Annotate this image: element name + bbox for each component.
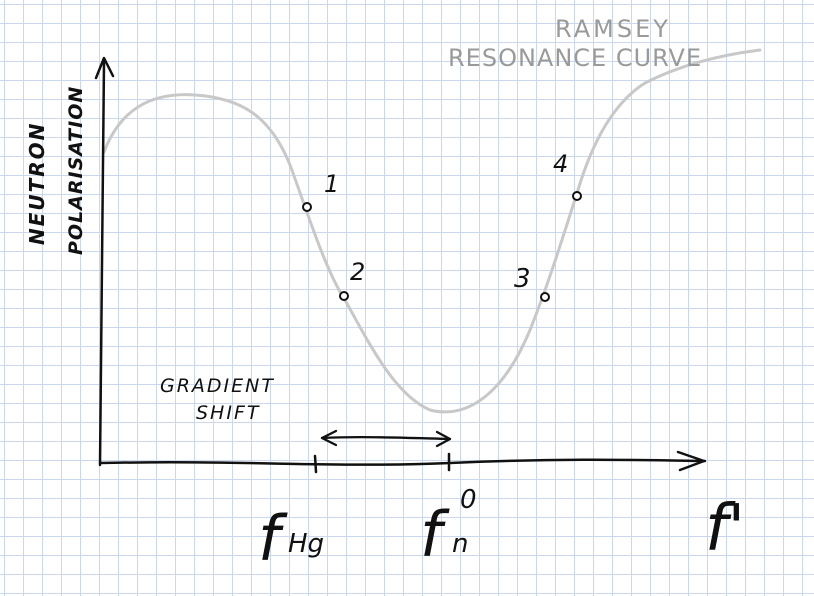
tick-label-f-hg-main: f <box>258 502 288 575</box>
curve-title-line-2: RESONANCE CURVE <box>448 44 702 72</box>
gradient-shift-arrowhead-left <box>320 429 338 447</box>
y-axis <box>98 60 106 467</box>
tick-label-f-hg-sub: Hg <box>288 529 324 559</box>
point-3-label: 3 <box>514 264 531 294</box>
x-axis <box>98 458 707 466</box>
y-axis-label: NEUTRON <box>25 122 49 245</box>
y-axis-label-line-2: POLARISATION <box>65 86 87 255</box>
x-axis-arrowhead <box>676 450 706 472</box>
gradient-shift-label-line-2: SHIFT <box>196 402 261 424</box>
gradient-shift-label-line-1: GRADIENT <box>160 375 275 397</box>
point-3-marker <box>540 292 550 302</box>
point-1-label: 1 <box>324 170 339 198</box>
point-2-label: 2 <box>350 258 365 286</box>
curve-title-line-1: RAMSEY <box>555 15 671 43</box>
x-axis-label: f' <box>705 492 745 566</box>
point-4-label: 4 <box>553 150 568 178</box>
y-axis-label-line-1: NEUTRON <box>25 122 49 245</box>
gradient-shift-arrow <box>320 435 452 441</box>
tick-label-f-n0-sup: 0 <box>460 485 477 515</box>
point-4-marker <box>572 191 582 201</box>
tick-label-f-n0-main: f <box>420 498 450 571</box>
tick-f-hg <box>313 454 318 474</box>
tick-label-f-n0-sub: n <box>452 529 468 559</box>
point-1-marker <box>302 202 312 212</box>
y-axis-arrowhead <box>94 56 115 80</box>
point-2-marker <box>339 291 349 301</box>
ramsey-resonance-curve <box>102 48 762 414</box>
gradient-shift-arrowhead-right <box>435 430 452 448</box>
